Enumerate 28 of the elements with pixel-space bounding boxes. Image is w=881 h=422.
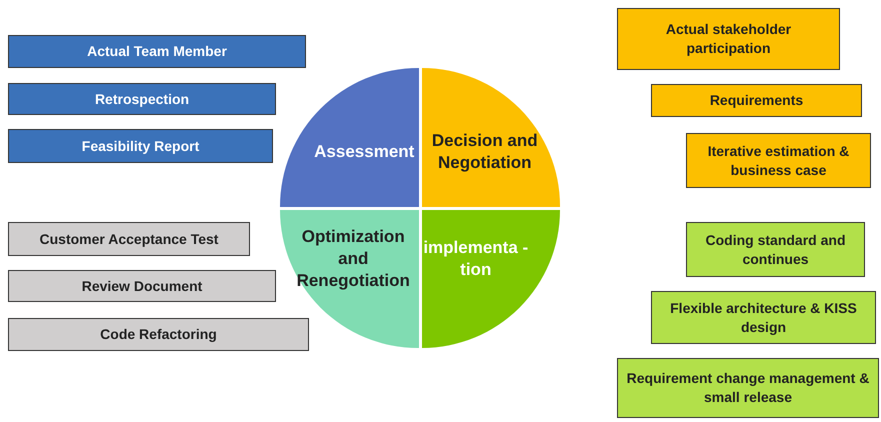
- box-label: Requirement change management & small release: [626, 369, 870, 407]
- label-box: [651, 291, 876, 344]
- label-box: [8, 129, 273, 163]
- box-label: Retrospection: [94, 90, 190, 108]
- quadrant-label: Decision and Negotiation: [430, 130, 539, 174]
- box-label: Code Refactoring: [100, 325, 217, 344]
- box-label: Actual stakeholder participation: [664, 20, 792, 58]
- label-box: [8, 318, 309, 351]
- label-box: [686, 133, 871, 188]
- label-box: [8, 270, 276, 302]
- box-label: Review Document: [82, 276, 202, 296]
- box-label: Flexible architecture & KISS design: [669, 298, 858, 336]
- quadrant-label: implementa -tion: [422, 236, 530, 281]
- label-box: [617, 358, 879, 418]
- box-label: Requirements: [710, 91, 804, 110]
- label-box: [8, 35, 306, 68]
- box-label: Actual Team Member: [87, 42, 227, 61]
- label-box: [8, 83, 276, 115]
- box-label: Customer Acceptance Test: [40, 230, 218, 248]
- box-label: Feasibility Report: [82, 136, 200, 156]
- quadrant-label: Optimization and Renegotiation: [296, 226, 411, 292]
- quadrant-label: Assessment: [314, 141, 414, 164]
- box-label: Iterative estimation & business case: [706, 142, 850, 180]
- label-box: [617, 8, 840, 70]
- label-box: [651, 84, 862, 117]
- label-box: [8, 222, 250, 256]
- box-label: Coding standard and continues: [704, 230, 846, 268]
- label-box: [686, 222, 865, 277]
